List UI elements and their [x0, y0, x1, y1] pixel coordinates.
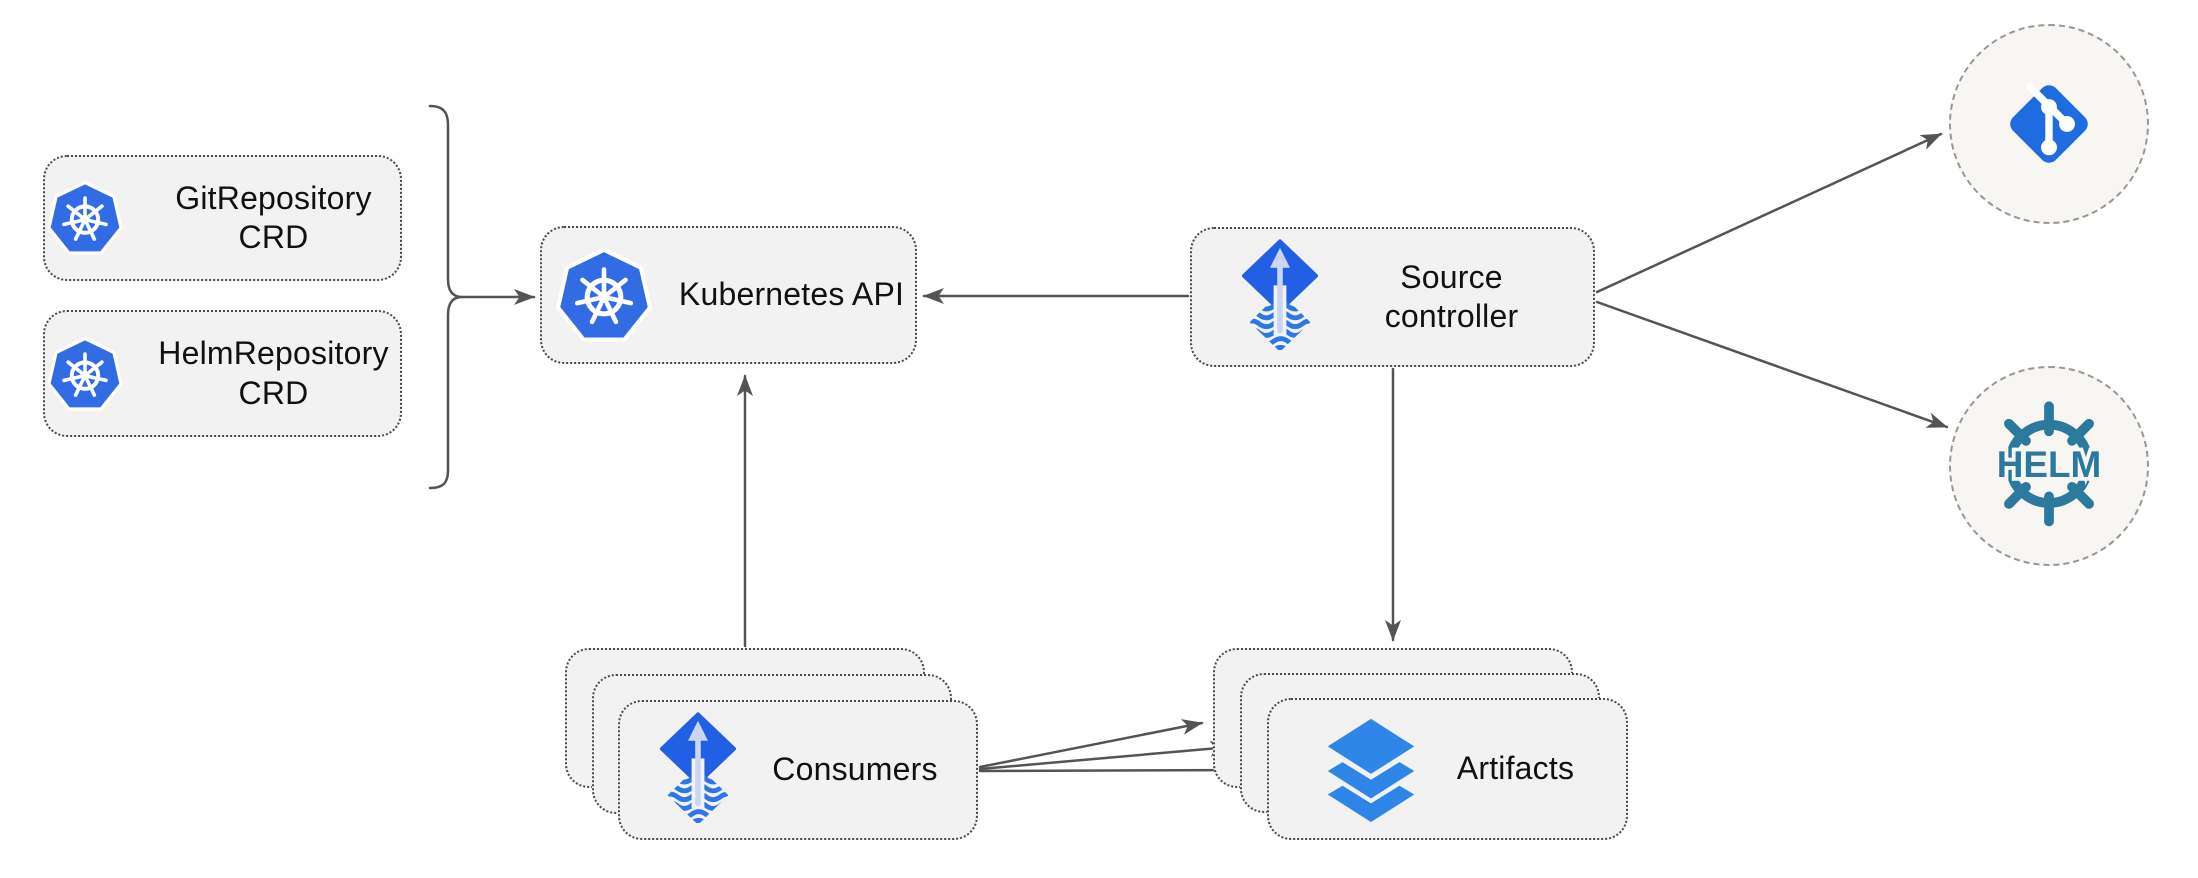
node-label: GitRepository CRD	[175, 179, 372, 255]
node-helmrepository-crd: HelmRepository CRD	[43, 310, 402, 437]
node-artifacts-stack: Artifacts	[1213, 648, 1629, 844]
node-consumers: Consumers	[618, 700, 978, 840]
edge-source-controller-to-helm	[1595, 300, 1949, 429]
kubernetes-icon	[45, 178, 125, 258]
edge-consumers-to-artifacts-2	[978, 740, 1232, 771]
kubernetes-icon	[45, 334, 125, 414]
node-gitrepository-crd: GitRepository CRD	[43, 155, 402, 281]
helm-icon: HELM	[1993, 401, 2105, 527]
crd-group-brace	[428, 104, 462, 490]
edge-source-controller-to-git	[1595, 132, 1943, 294]
node-artifacts: Artifacts	[1267, 698, 1628, 840]
node-label: Consumers	[772, 751, 938, 788]
node-consumers-stack: Consumers	[565, 648, 980, 844]
node-label: HelmRepository CRD	[158, 335, 389, 411]
flux-icon	[1240, 239, 1320, 355]
node-label: Kubernetes API	[678, 276, 905, 313]
node-label: Source controller	[1384, 258, 1519, 334]
node-label: Artifacts	[1456, 750, 1575, 787]
node-kubernetes-api: Kubernetes API	[540, 226, 917, 364]
helm-logo-text: HELM	[1997, 444, 2102, 485]
node-helm-provider: HELM	[1949, 366, 2149, 566]
node-git-provider	[1949, 24, 2149, 224]
edge-consumers-to-artifacts-1	[978, 719, 1204, 769]
flux-icon	[658, 712, 738, 828]
node-source-controller: Source controller	[1190, 227, 1595, 367]
git-icon	[2010, 83, 2088, 163]
layers-icon	[1327, 718, 1415, 823]
kubernetes-icon	[553, 244, 655, 346]
